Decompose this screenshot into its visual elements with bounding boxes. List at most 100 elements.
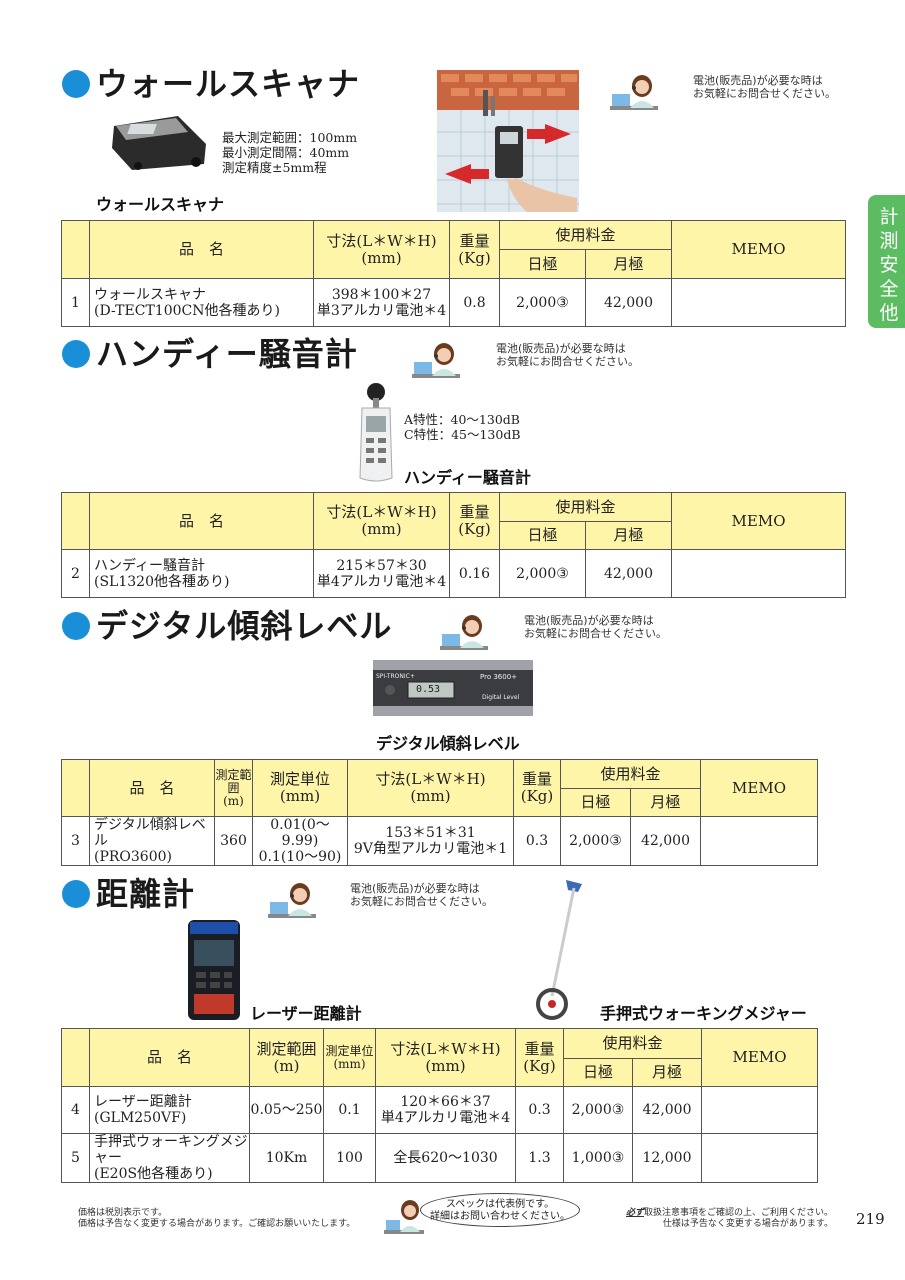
footer-caution-note: 必ず取扱注意事項をご確認の上、ご利用ください。 仕様は予告なく変更する場合があり… xyxy=(626,1208,833,1230)
table-row: 1 ウォールスキャナ (D-TECT100CN他各種あり) 398＊100＊27… xyxy=(61,278,847,327)
page-number: 219 xyxy=(856,1210,885,1228)
section-title-digital-level: デジタル傾斜レベル xyxy=(62,606,392,646)
header-memo: MEMO xyxy=(700,759,819,817)
footer-caution-emphasis: 必ず xyxy=(626,1208,645,1218)
header-unit: 測定単位 (mm) xyxy=(252,759,348,817)
section-title-text: ウォールスキャナ xyxy=(96,65,361,103)
header-name: 品 名 xyxy=(89,1028,250,1087)
cell-unit: 0.01(0～9.99) 0.1(10～90) xyxy=(252,816,348,866)
cell-no: 1 xyxy=(61,278,90,327)
header-fee: 使用料金 xyxy=(498,220,673,250)
section-title-distance-meter: 距離計 xyxy=(62,874,195,914)
cell-no: 3 xyxy=(61,816,90,866)
header-no xyxy=(61,1028,90,1087)
header-no xyxy=(61,759,90,817)
noise-meter-specs: A特性：40～130dB C特性：45～130dB xyxy=(404,412,521,442)
digital-level-caption: デジタル傾斜レベル xyxy=(376,734,520,753)
header-memo: MEMO xyxy=(671,492,847,550)
header-unit: 測定単位 (mm) xyxy=(323,1028,376,1087)
section-title-text: デジタル傾斜レベル xyxy=(96,607,393,645)
cell-dims: 120＊66＊37 単4アルカリ電池＊4 xyxy=(375,1086,516,1134)
cell-memo[interactable] xyxy=(671,549,847,598)
operator-headset-icon xyxy=(610,75,658,110)
device-reading: 0.53 xyxy=(416,684,441,695)
wall-scanner-table: 品 名 寸法(L＊W＊H) (mm) 重量 (Kg) 使用料金 MEMO 日極 … xyxy=(61,220,847,327)
device-label: Digital Level xyxy=(482,694,520,701)
cell-no: 2 xyxy=(61,549,90,598)
cell-day: 2,000③ xyxy=(499,549,586,598)
cell-name: ウォールスキャナ (D-TECT100CN他各種あり) xyxy=(89,278,314,327)
cell-no: 4 xyxy=(61,1086,90,1134)
header-month: 月極 xyxy=(584,521,673,550)
header-dims: 寸法(L＊W＊H) (mm) xyxy=(313,220,450,279)
wall-scanner-specs: 最大測定範囲：100mm 最小測定間隔：40mm 測定精度±5mm程 xyxy=(222,130,358,175)
table-row: 4 レーザー距離計 (GLM250VF) 0.05～250 0.1 120＊66… xyxy=(61,1086,819,1134)
header-weight: 重量 (Kg) xyxy=(513,759,561,817)
distance-battery-note: 電池(販売品)が必要な時は お気軽にお問合せください。 xyxy=(350,882,493,908)
footer-tax-note: 価格は税別表示です。 価格は予告なく変更する場合があります。ご確認お願いいたしま… xyxy=(78,1208,356,1229)
header-memo: MEMO xyxy=(701,1028,819,1087)
footer-speech-bubble: スペックは代表例です。 詳細はお問い合わせください。 xyxy=(420,1193,580,1227)
noise-meter-device-image xyxy=(359,383,393,482)
noise-meter-caption: ハンディー騒音計 xyxy=(404,468,531,487)
walking-measure-image xyxy=(536,880,582,1020)
cell-dims: 153＊51＊31 9V角型アルカリ電池＊1 xyxy=(347,816,514,866)
header-name: 品 名 xyxy=(89,220,314,279)
section-title-noise-meter: ハンディー騒音計 xyxy=(62,334,358,374)
side-tab-category[interactable]: 計 測 安 全 他 xyxy=(868,195,905,328)
cell-memo[interactable] xyxy=(701,1086,819,1134)
bullet-dot-icon xyxy=(62,70,90,98)
header-fee: 使用料金 xyxy=(498,492,673,522)
operator-headset-icon xyxy=(412,343,460,378)
distance-meter-table: 品 名 測定範囲 (m) 測定単位 (mm) 寸法(L＊W＊H) (mm) 重量… xyxy=(61,1028,819,1183)
header-day: 日極 xyxy=(499,249,586,279)
cell-memo[interactable] xyxy=(700,816,819,866)
cell-dims: 215＊57＊30 単4アルカリ電池＊4 xyxy=(313,549,450,598)
bullet-dot-icon xyxy=(62,612,90,640)
table-row: 5 手押式ウォーキングメジャー (E20S他各種あり) 10Km 100 全長6… xyxy=(61,1133,819,1183)
header-fee: 使用料金 xyxy=(559,759,702,789)
cell-name: デジタル傾斜レベル (PRO3600) xyxy=(89,816,215,866)
bullet-dot-icon xyxy=(62,880,90,908)
operator-headset-icon xyxy=(268,883,316,918)
laser-distance-meter-image xyxy=(188,920,240,1020)
header-fee: 使用料金 xyxy=(562,1028,703,1059)
cell-name: レーザー距離計 (GLM250VF) xyxy=(89,1086,250,1134)
digital-level-device-image: SPI-TRONIC+ Pro 3600+ 0.53 Digital Level xyxy=(372,656,534,718)
cell-month: 42,000 xyxy=(584,549,673,598)
header-range: 測定範囲 (m) xyxy=(249,1028,324,1087)
cell-day: 2,000③ xyxy=(499,278,586,327)
header-weight: 重量 (Kg) xyxy=(449,492,500,550)
wall-scanner-caption: ウォールスキャナ xyxy=(96,195,225,214)
footer-caution-text: 取扱注意事項をご確認の上、ご利用ください。 仕様は予告なく変更する場合があります… xyxy=(644,1208,834,1229)
cell-day: 2,000③ xyxy=(563,1086,633,1134)
device-model: Pro 3600+ xyxy=(480,673,518,681)
cell-weight: 0.8 xyxy=(449,278,500,327)
laser-distance-meter-caption: レーザー距離計 xyxy=(250,1004,362,1023)
header-dims: 寸法(L＊W＊H) (mm) xyxy=(375,1028,516,1087)
cell-memo[interactable] xyxy=(701,1133,819,1183)
cell-day: 1,000③ xyxy=(563,1133,633,1183)
cell-month: 42,000 xyxy=(584,278,673,327)
bullet-dot-icon xyxy=(62,340,90,368)
wall-scanner-usage-photo xyxy=(437,70,579,212)
cell-day: 2,000③ xyxy=(560,816,631,866)
noise-meter-table: 品 名 寸法(L＊W＊H) (mm) 重量 (Kg) 使用料金 MEMO 日極 … xyxy=(61,492,847,598)
cell-name: 手押式ウォーキングメジャー (E20S他各種あり) xyxy=(89,1133,250,1183)
cell-month: 42,000 xyxy=(629,816,702,866)
cell-unit: 100 xyxy=(323,1133,376,1183)
cell-dims: 全長620～1030 xyxy=(375,1133,516,1183)
header-memo: MEMO xyxy=(671,220,847,279)
cell-weight: 0.16 xyxy=(449,549,500,598)
cell-weight: 1.3 xyxy=(515,1133,564,1183)
cell-month: 42,000 xyxy=(631,1086,703,1134)
device-brand: SPI-TRONIC+ xyxy=(376,673,415,680)
section-title-wall-scanner: ウォールスキャナ xyxy=(62,64,360,104)
cell-no: 5 xyxy=(61,1133,90,1183)
header-dims: 寸法(L＊W＊H) (mm) xyxy=(313,492,450,550)
cell-range: 0.05～250 xyxy=(249,1086,324,1134)
header-no xyxy=(61,492,90,550)
cell-memo[interactable] xyxy=(671,278,847,327)
table-row: 3 デジタル傾斜レベル (PRO3600) 360 0.01(0～9.99) 0… xyxy=(61,816,819,866)
header-name: 品 名 xyxy=(89,492,314,550)
